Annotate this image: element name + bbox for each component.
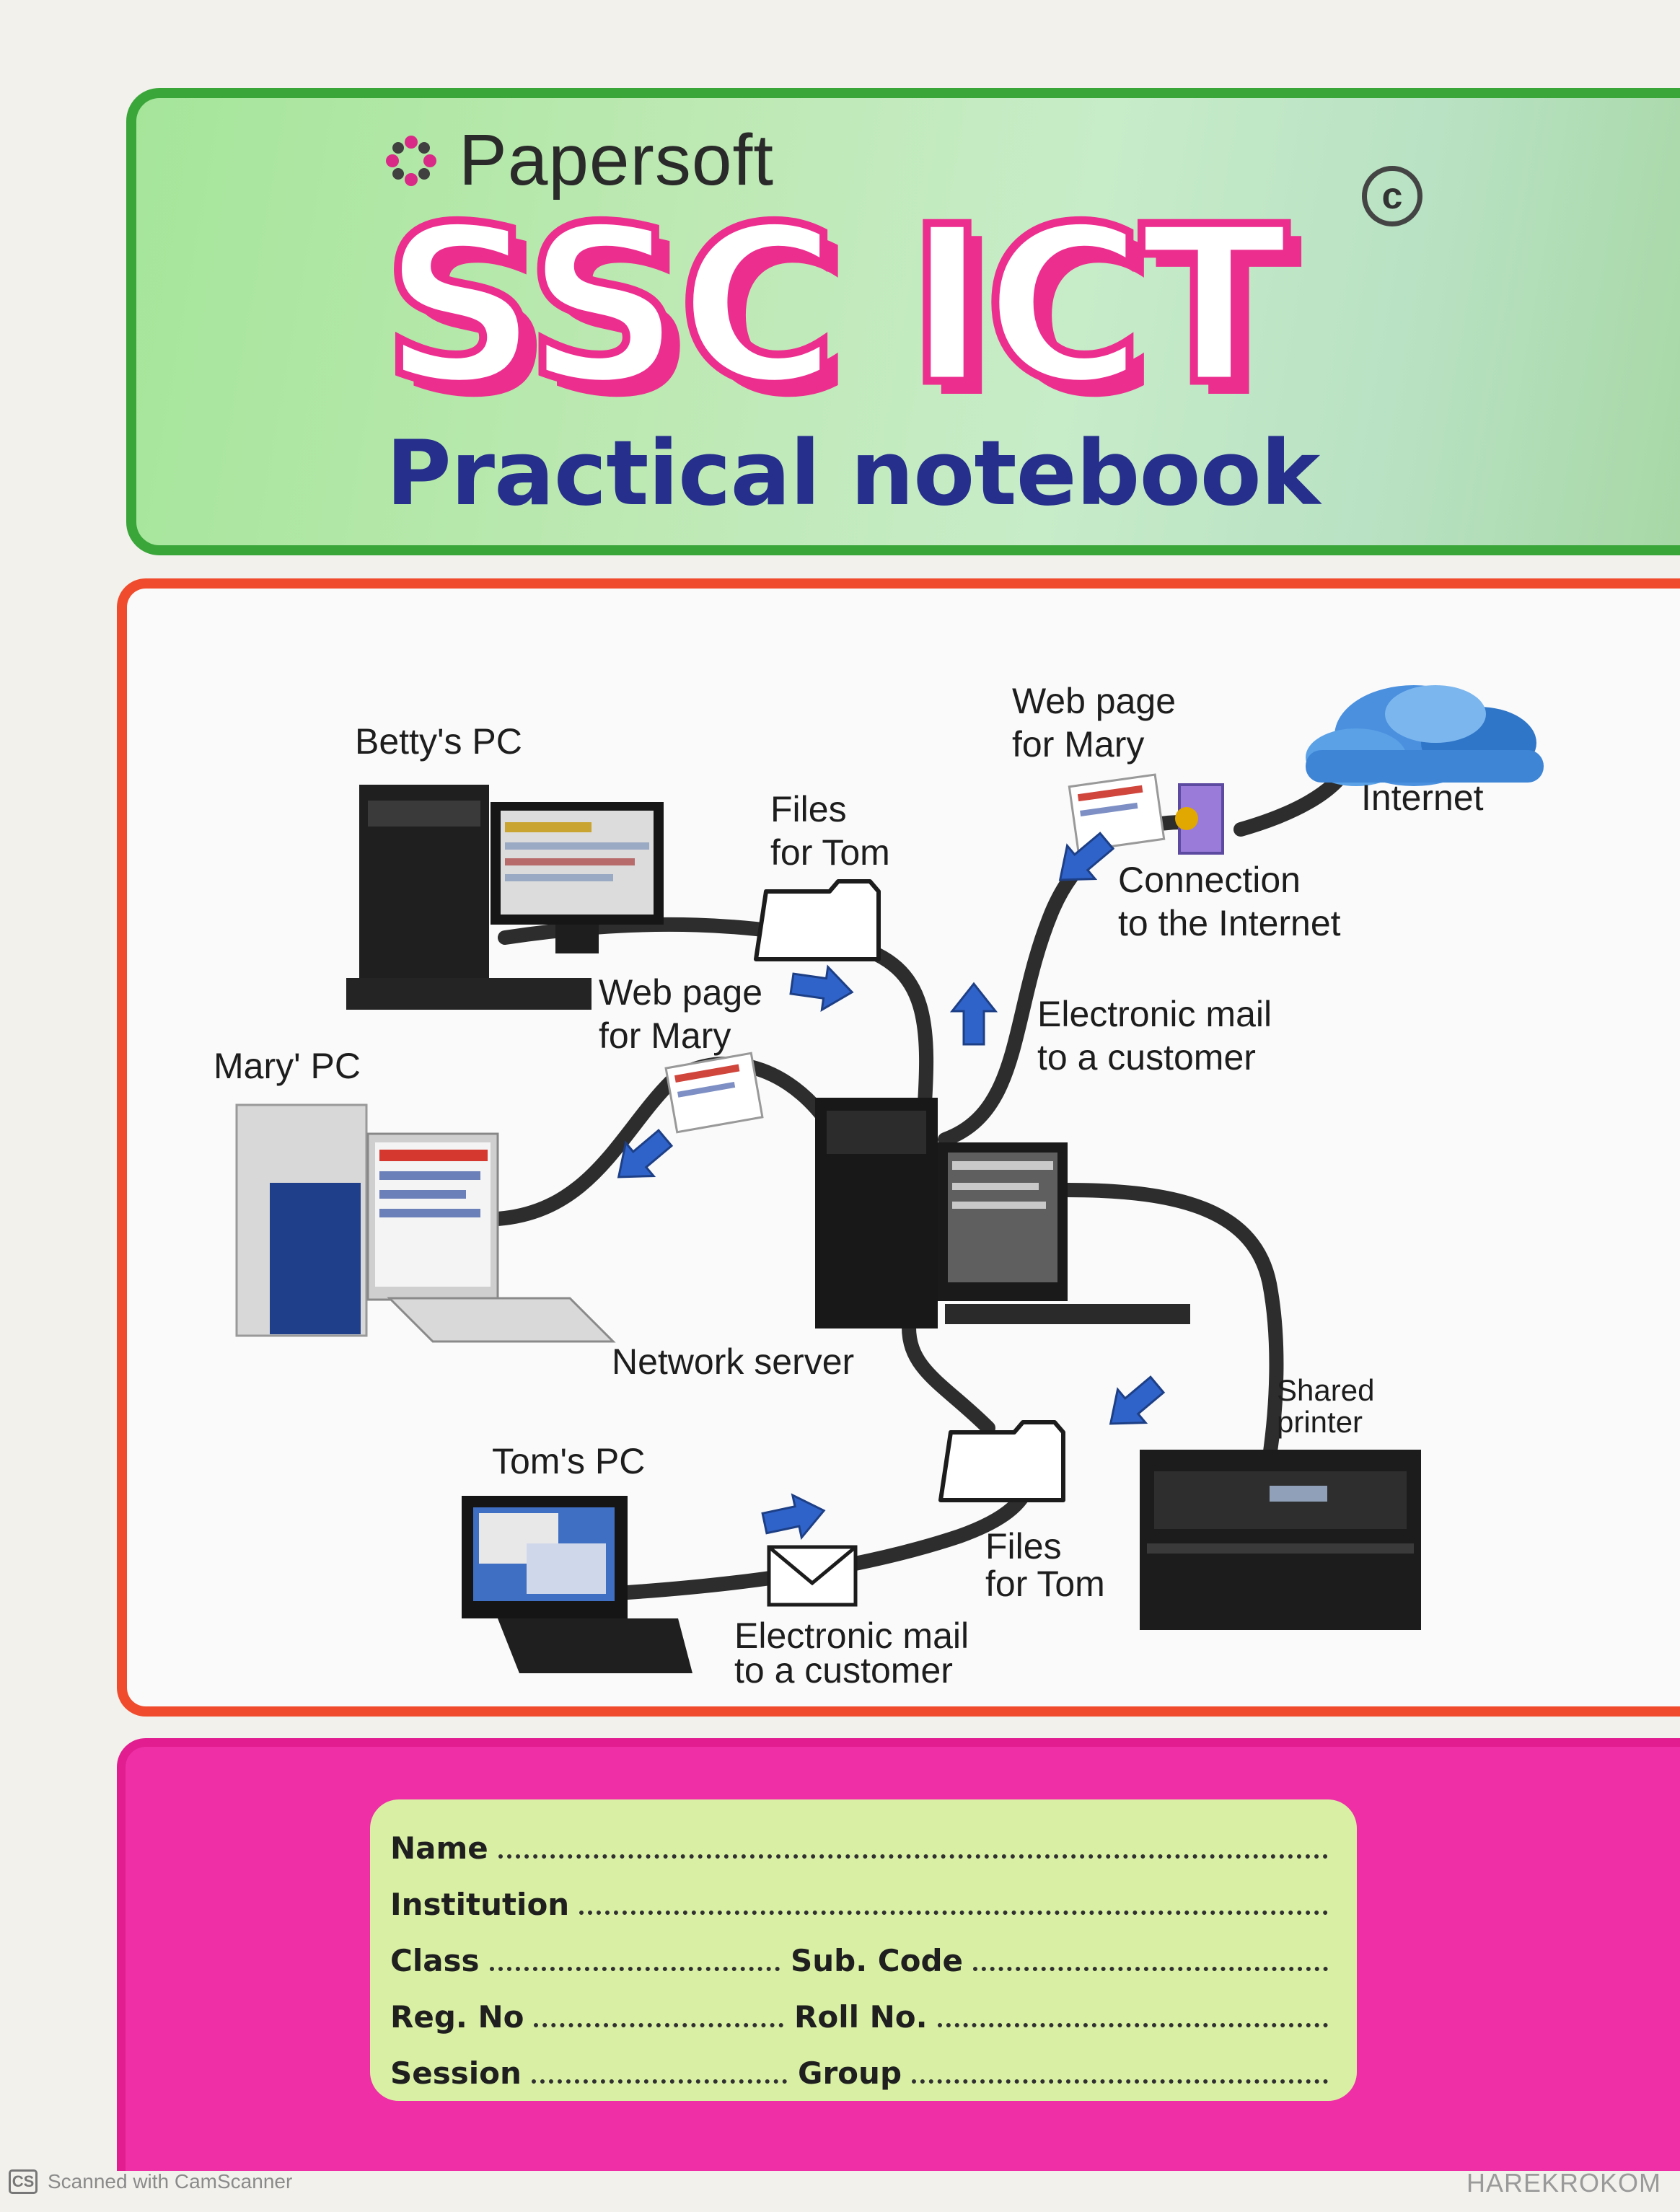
cable-server-files <box>902 1320 995 1435</box>
label-web-page-for-mary: Web page for Mary <box>1012 681 1177 764</box>
main-title: SSC ICT <box>379 180 1293 432</box>
cable-tom-files <box>599 1471 1039 1601</box>
copyright-icon: c <box>1362 166 1422 226</box>
shared-printer-icon <box>1140 1450 1421 1630</box>
student-info-form: Name Institution Class Sub. Code Reg. No… <box>370 1799 1357 2101</box>
form-row-reg-no: Reg. No Roll No. <box>390 1991 1328 2035</box>
label-files-for-tom: Files for Tom <box>985 1526 1105 1604</box>
class-label: Class <box>390 1943 480 1978</box>
label-network-server: Network server <box>612 1341 855 1382</box>
form-row-name: Name <box>390 1823 1328 1866</box>
label-connection-to-internet: Connection to the Internet <box>1118 860 1341 943</box>
flower-logo-icon <box>386 135 436 186</box>
institution-field[interactable]: Institution <box>390 1879 1328 1922</box>
label-shared-printer: Shared printer <box>1277 1373 1375 1439</box>
header-panel <box>126 88 1680 555</box>
form-row-class: Class Sub. Code <box>390 1935 1328 1978</box>
group-label: Group <box>798 2055 902 2091</box>
marys-pc-icon <box>235 1103 616 1343</box>
label-toms-pc: Tom's PC <box>492 1441 646 1481</box>
watermark: HAREKROKOM <box>1466 2168 1661 2198</box>
label-internet: Internet <box>1361 777 1484 818</box>
web-page-icon <box>664 773 1166 1134</box>
group-field[interactable]: Group <box>798 2048 1328 2091</box>
subtitle: Practical notebook <box>386 422 1320 526</box>
session-field[interactable]: Session <box>390 2048 787 2091</box>
sub-code-label: Sub. Code <box>791 1943 964 1978</box>
sub-code-field[interactable]: Sub. Code <box>791 1935 1328 1978</box>
arrow-right-icon <box>788 961 856 1015</box>
label-web-page-for-mary: Web page for Mary <box>599 972 763 1056</box>
form-row-session: Session Group <box>390 2048 1328 2091</box>
cable-server-printer <box>1060 1183 1284 1464</box>
brand-name: Papersoft <box>459 120 775 201</box>
label-electronic-mail: Electronic mail to a customer <box>734 1616 969 1691</box>
name-label: Name <box>390 1830 488 1866</box>
toms-pc-icon <box>462 1496 692 1673</box>
label-marys-pc: Mary' PC <box>214 1046 361 1086</box>
form-row-institution: Institution <box>390 1879 1328 1922</box>
roll-no-label: Roll No. <box>794 1999 928 2035</box>
reg-no-field[interactable]: Reg. No <box>390 1991 783 2035</box>
roll-no-field[interactable]: Roll No. <box>794 1991 1328 2035</box>
name-field[interactable]: Name <box>390 1823 1328 1866</box>
camscanner-logo-icon: CS <box>9 2169 38 2194</box>
internet-cloud-icon <box>1306 685 1544 786</box>
reg-no-label: Reg. No <box>390 1999 524 2035</box>
scanner-mark: CS Scanned with CamScanner <box>9 2169 292 2194</box>
institution-label: Institution <box>390 1887 570 1922</box>
label-bettys-pc: Betty's PC <box>355 721 522 762</box>
folder-icon <box>754 879 1065 1502</box>
scanner-text: Scanned with CamScanner <box>48 2170 293 2193</box>
envelope-icon <box>767 1545 858 1607</box>
brand: Papersoft <box>382 119 774 202</box>
arrow-down-left-icon <box>1095 1367 1172 1442</box>
arrow-up-icon <box>951 982 997 1046</box>
network-server-icon <box>815 1098 1190 1328</box>
session-label: Session <box>390 2055 522 2091</box>
class-field[interactable]: Class <box>390 1935 780 1978</box>
bettys-pc-icon <box>346 785 664 1010</box>
arrow-right-icon <box>759 1488 830 1546</box>
label-files-for-tom: Files for Tom <box>770 789 890 873</box>
label-electronic-mail: Electronic mail to a customer <box>1037 994 1272 1078</box>
